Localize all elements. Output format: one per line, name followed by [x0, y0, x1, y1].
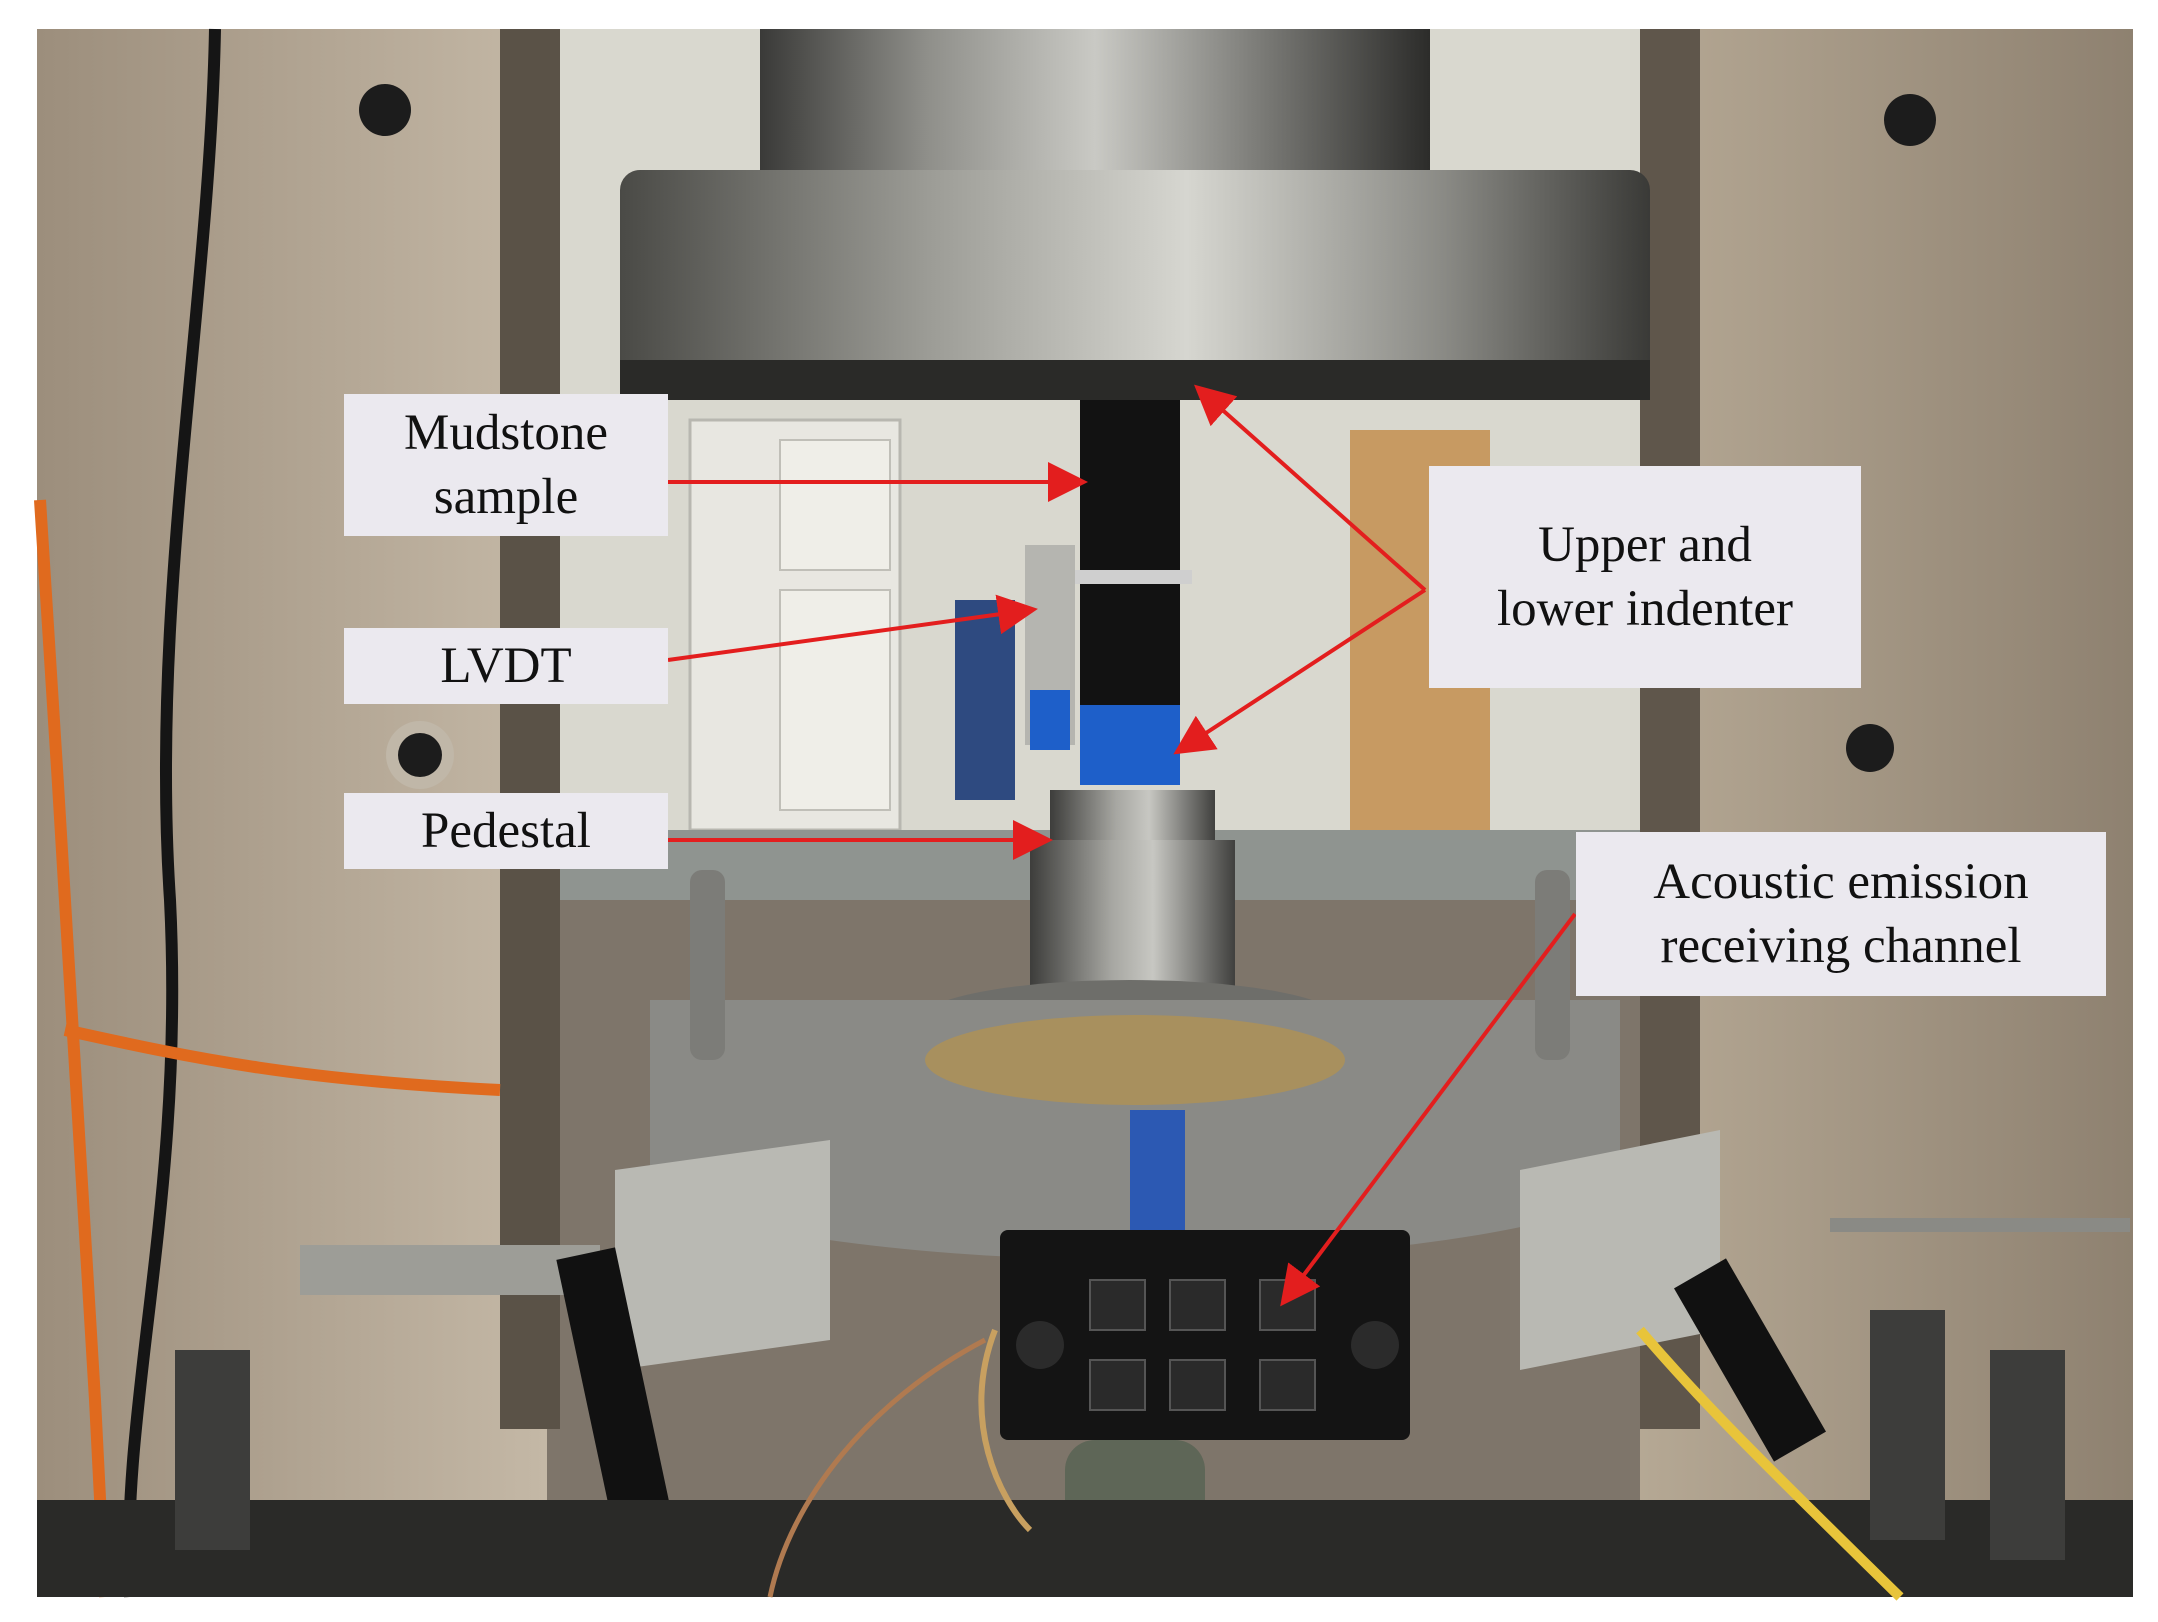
label-mudstone-line2: sample: [433, 469, 579, 525]
arrow-acoustic: [1280, 912, 1577, 1307]
label-lvdt-line1: LVDT: [440, 638, 572, 694]
arrow-lvdt: [667, 594, 1038, 662]
label-acoustic-line2: receiving channel: [1660, 918, 2022, 974]
blue-tape: [1080, 705, 1180, 785]
label-acoustic-line1: Acoustic emission: [1653, 854, 2029, 910]
frame-bolts: [359, 84, 1936, 789]
pedestal: [1050, 790, 1215, 840]
mudstone-sample: [1080, 400, 1180, 710]
label-lvdt: LVDT: [344, 628, 668, 704]
label-upper-lower-indenter: Upper and lower indenter: [1429, 466, 1861, 688]
label-indenter-line1: Upper and: [1538, 517, 1752, 573]
arrow-lower-indenter: [1173, 588, 1427, 755]
upper-platen: [620, 170, 1650, 390]
label-pedestal-line1: Pedestal: [421, 803, 591, 859]
label-mudstone-line1: Mudstone: [404, 405, 608, 461]
arrow-upper-indenter: [1194, 384, 1427, 592]
label-mudstone-sample: Mudstone sample: [344, 394, 668, 536]
label-pedestal: Pedestal: [344, 793, 668, 869]
label-indenter-line2: lower indenter: [1497, 581, 1793, 637]
label-acoustic-emission-channel: Acoustic emission receiving channel: [1576, 832, 2106, 996]
